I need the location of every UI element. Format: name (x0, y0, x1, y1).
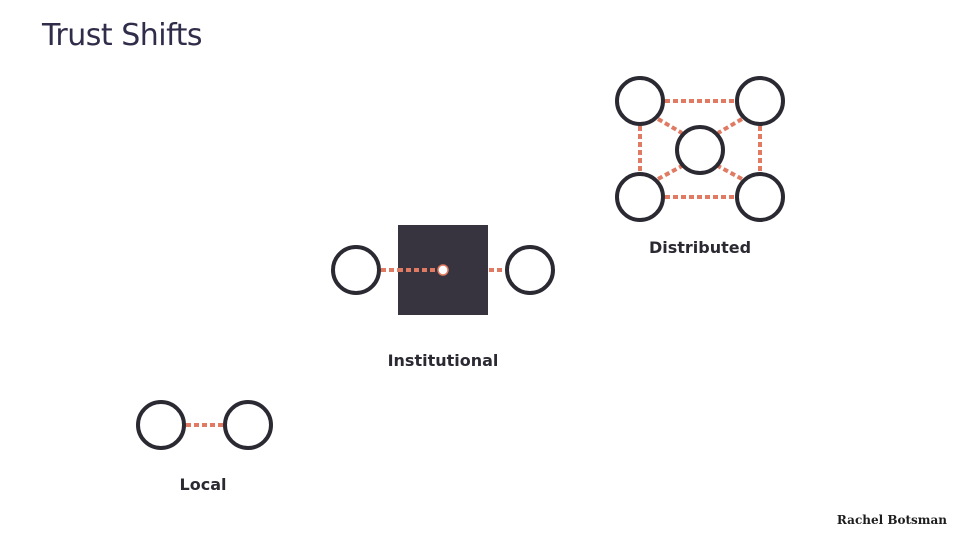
institutional-model (331, 225, 555, 315)
distributed-link-diag-bl (657, 164, 683, 181)
institutional-node-left (331, 245, 381, 295)
local-model (136, 400, 273, 450)
distributed-link-diag-tl (656, 117, 684, 135)
distributed-node-top-right (735, 76, 785, 126)
distributed-link-diag-br (717, 164, 743, 181)
local-label: Local (179, 475, 227, 494)
distributed-node-top-left (615, 76, 665, 126)
author-credit: Rachel Botsman (836, 513, 947, 527)
distributed-link-diag-tr (716, 117, 744, 135)
distributed-model (615, 76, 785, 222)
slide-title: Trust Shifts (42, 18, 203, 53)
institution-hub (437, 264, 449, 276)
institutional-node-right (505, 245, 555, 295)
distributed-label: Distributed (648, 238, 752, 257)
local-node-left (136, 400, 186, 450)
institutional-label: Institutional (387, 351, 499, 370)
local-node-right (223, 400, 273, 450)
distributed-node-bottom-right (735, 172, 785, 222)
distributed-node-center (675, 125, 725, 175)
distributed-node-bottom-left (615, 172, 665, 222)
